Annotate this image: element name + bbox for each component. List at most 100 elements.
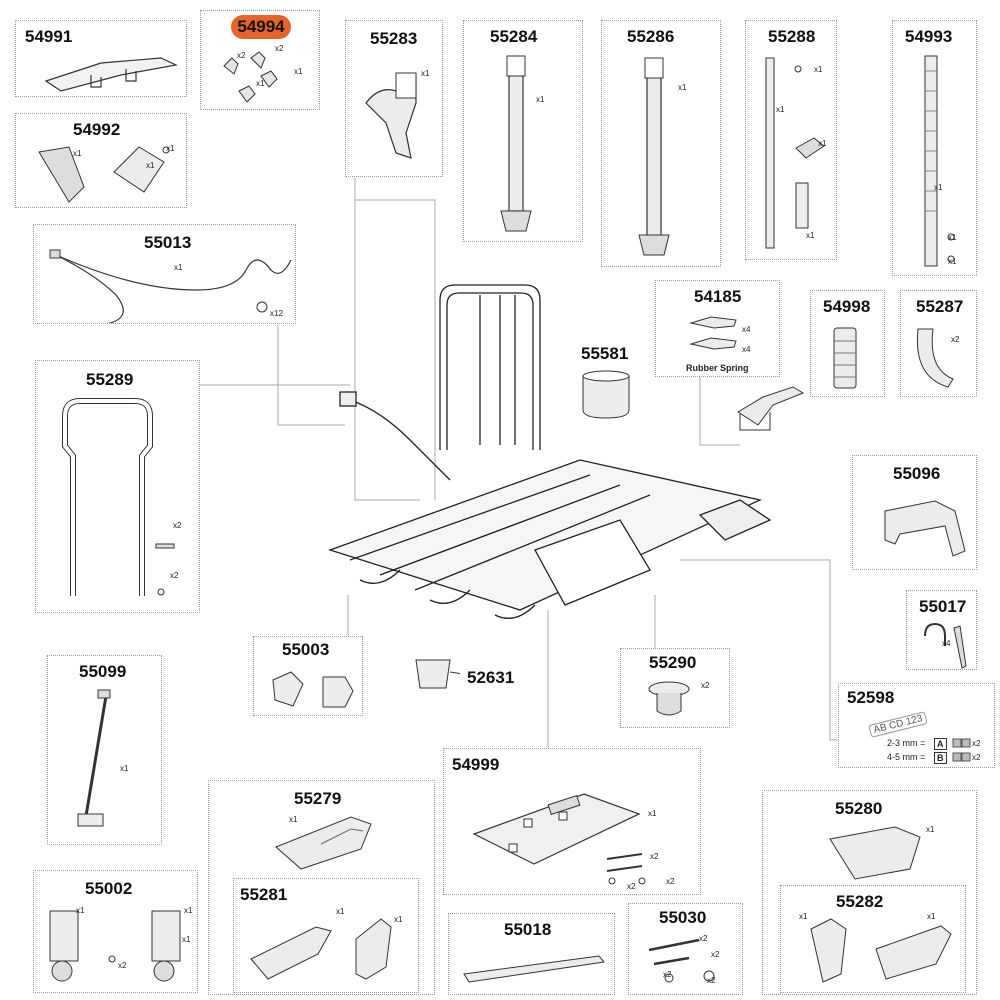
qty-label: x1 <box>678 83 687 92</box>
part-box-55002[interactable]: 55002 x1 x1 x2 x1 <box>33 870 198 993</box>
qty-label: x1 <box>73 149 82 158</box>
qty-label: x2 <box>650 852 659 861</box>
qty-label: x1 <box>146 161 155 170</box>
part-box-55288[interactable]: 55288 x1 x1 x1 x1 <box>745 20 837 260</box>
spacer-size-label: 4-5 mm = <box>887 752 926 762</box>
qty-label: x1 <box>289 815 298 824</box>
qty-label: x1 <box>166 144 175 153</box>
qty-label: x4 <box>942 639 951 648</box>
qty-label: x2 <box>972 753 981 762</box>
spacer-code: A <box>934 738 947 750</box>
part-box-55282[interactable]: 55282 x1 x1 <box>780 885 966 993</box>
part-number: 54999 <box>452 755 500 774</box>
light-housing-drawing <box>275 816 372 870</box>
screws-drawing <box>606 853 646 885</box>
part-box-55013[interactable]: 55013 x1 x12 <box>33 224 296 324</box>
rubber-spring-drawing <box>689 316 737 350</box>
part-number: 55099 <box>79 662 127 681</box>
part-box-55099[interactable]: 55099 x1 <box>47 655 162 845</box>
clip-pair-drawing <box>272 671 354 708</box>
qty-label: x4 <box>742 325 751 334</box>
qty-label: x1 <box>799 912 808 921</box>
qty-label: x1 <box>948 257 957 266</box>
part-number: 55280 <box>835 799 883 818</box>
part-box-55017[interactable]: 55017 x4 <box>906 590 977 670</box>
part-box-54992[interactable]: 54992 x1 x1 x1 <box>15 113 187 208</box>
strap-drawing <box>924 55 955 267</box>
part-number: 52598 <box>847 688 895 707</box>
qty-label: x2 <box>627 882 636 891</box>
part-number: 54185 <box>694 287 742 306</box>
qty-label: x2 <box>707 976 716 985</box>
part-box-54185[interactable]: 54185 x4 x4 Rubber Spring <box>655 280 780 377</box>
qty-label: x1 <box>934 183 943 192</box>
part-number: 55096 <box>893 464 941 483</box>
qty-label: x1 <box>948 233 957 242</box>
qty-label: x1 <box>776 105 785 114</box>
qty-label: x1 <box>182 935 191 944</box>
highlighted-part-number: 54994 <box>231 15 291 39</box>
handle-drawing <box>884 500 966 557</box>
bike-carrier-assembly-drawing <box>327 284 772 619</box>
part-number: 55282 <box>836 892 884 911</box>
part-number: 55289 <box>86 370 134 389</box>
part-box-54991[interactable]: 54991 <box>15 20 187 97</box>
qty-label: x1 <box>120 764 129 773</box>
cup-holder-drawing <box>582 370 630 419</box>
part-box-55003[interactable]: 55003 <box>253 636 363 716</box>
part-number: 55287 <box>916 297 964 316</box>
part-number: 55281 <box>240 885 288 904</box>
spacer-code: B <box>934 752 947 764</box>
part-box-54998[interactable]: 54998 <box>810 290 885 397</box>
lens-pair-drawing <box>810 918 952 983</box>
spacer-icons <box>952 738 971 762</box>
part-number: 54991 <box>25 27 73 46</box>
light-housing-drawing <box>829 826 921 880</box>
part-box-55290[interactable]: 55290 x2 <box>620 648 730 728</box>
qty-label: x2 <box>237 51 246 60</box>
part-box-52598[interactable]: 52598 AB CD 123 2-3 mm = A x2 4-5 mm = B… <box>838 683 995 768</box>
rubber-spring-label: Rubber Spring <box>686 363 749 373</box>
part-number: 55018 <box>504 920 552 939</box>
qty-label: x1 <box>926 825 935 834</box>
lens-pair-drawing <box>250 918 392 980</box>
part-box-55281[interactable]: 55281 x1 x1 <box>233 878 419 993</box>
part-box-55286[interactable]: 55286 x1 <box>601 20 721 267</box>
part-number: 55002 <box>85 879 133 898</box>
part-box-55287[interactable]: 55287 x2 <box>900 290 977 397</box>
frame-holder-arm-drawing <box>638 57 670 256</box>
quick-release-lever-drawing <box>737 386 805 431</box>
part-number: 55030 <box>659 908 707 927</box>
license-plate-label: AB CD 123 <box>868 711 928 738</box>
bar-drawing <box>463 955 605 983</box>
qty-label: x2 <box>173 521 182 530</box>
strap-set-drawing <box>765 57 825 249</box>
qty-label: x1 <box>536 95 545 104</box>
part-box-54994[interactable]: 54994 x2 x2 x1 x1 <box>200 10 320 110</box>
qty-label: x2 <box>666 877 675 886</box>
qty-label: x2 <box>972 739 981 748</box>
qty-label: x1 <box>174 263 183 272</box>
part-number: 55003 <box>282 640 330 659</box>
qty-label: x1 <box>818 139 827 148</box>
part-box-54999[interactable]: 54999 x1 x2 x2 x2 <box>443 748 701 895</box>
part-box-55283[interactable]: 55283 x1 <box>345 20 443 177</box>
wheel-strap-drawing <box>38 146 170 203</box>
part-number: 54993 <box>905 27 953 46</box>
part-box-55289[interactable]: 55289 x2 x2 <box>35 360 200 613</box>
qty-label: x1 <box>336 907 345 916</box>
bolt-set-drawing <box>648 938 715 983</box>
part-box-55018[interactable]: 55018 <box>448 913 615 995</box>
part-number-52631: 52631 <box>467 668 515 687</box>
qty-label: x2 <box>701 681 710 690</box>
part-box-55096[interactable]: 55096 <box>852 455 977 570</box>
part-box-54993[interactable]: 54993 x1 x1 x1 <box>892 20 977 276</box>
qty-label: x1 <box>76 906 85 915</box>
part-box-55030[interactable]: 55030 x2 x2 x2 x2 <box>628 903 743 995</box>
part-number: 55013 <box>144 233 192 252</box>
locking-rod-drawing <box>77 689 111 827</box>
part-box-55284[interactable]: 55284 x1 <box>463 20 583 242</box>
part-number: 55283 <box>370 29 418 48</box>
qty-label: x1 <box>814 65 823 74</box>
